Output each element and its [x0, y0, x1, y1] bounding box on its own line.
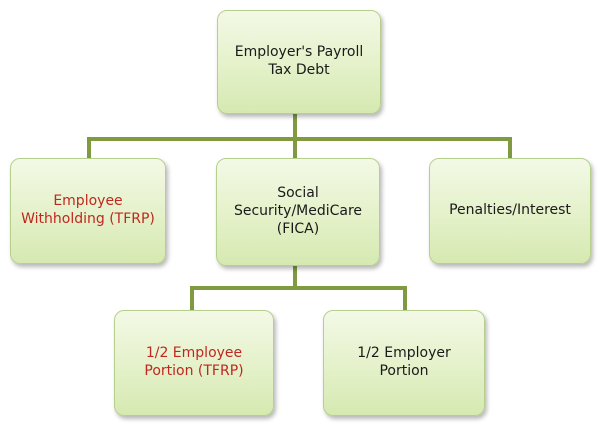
node-employee-withholding: Employee Withholding (TFRP) [10, 158, 166, 264]
node-social-security-medicare-fica: Social Security/MediCare (FICA) [216, 158, 380, 266]
connector-to-employee-withholding [87, 137, 91, 158]
connector-fica-down [293, 266, 297, 288]
node-label: 1/2 Employer Portion [357, 345, 451, 379]
connector-level2-horizontal [190, 286, 407, 290]
connector-to-penalties [508, 137, 512, 158]
node-penalties-interest: Penalties/Interest [429, 158, 591, 264]
connector-root-down [293, 113, 297, 139]
connector-to-employer-half [403, 286, 407, 310]
node-employers-payroll-tax-debt: Employer's Payroll Tax Debt [217, 10, 381, 114]
node-label: Employer's Payroll Tax Debt [234, 44, 364, 78]
node-label: Social Security/MediCare (FICA) [233, 185, 363, 237]
node-label: 1/2 Employee Portion (TFRP) [144, 345, 244, 379]
connector-to-fica [293, 137, 297, 158]
node-half-employer-portion: 1/2 Employer Portion [323, 310, 485, 416]
node-label: Penalties/Interest [449, 202, 571, 219]
node-half-employee-portion: 1/2 Employee Portion (TFRP) [114, 310, 274, 416]
node-label: Employee Withholding (TFRP) [21, 193, 155, 227]
connector-level1-horizontal [87, 137, 512, 141]
connector-to-employee-half [190, 286, 194, 310]
